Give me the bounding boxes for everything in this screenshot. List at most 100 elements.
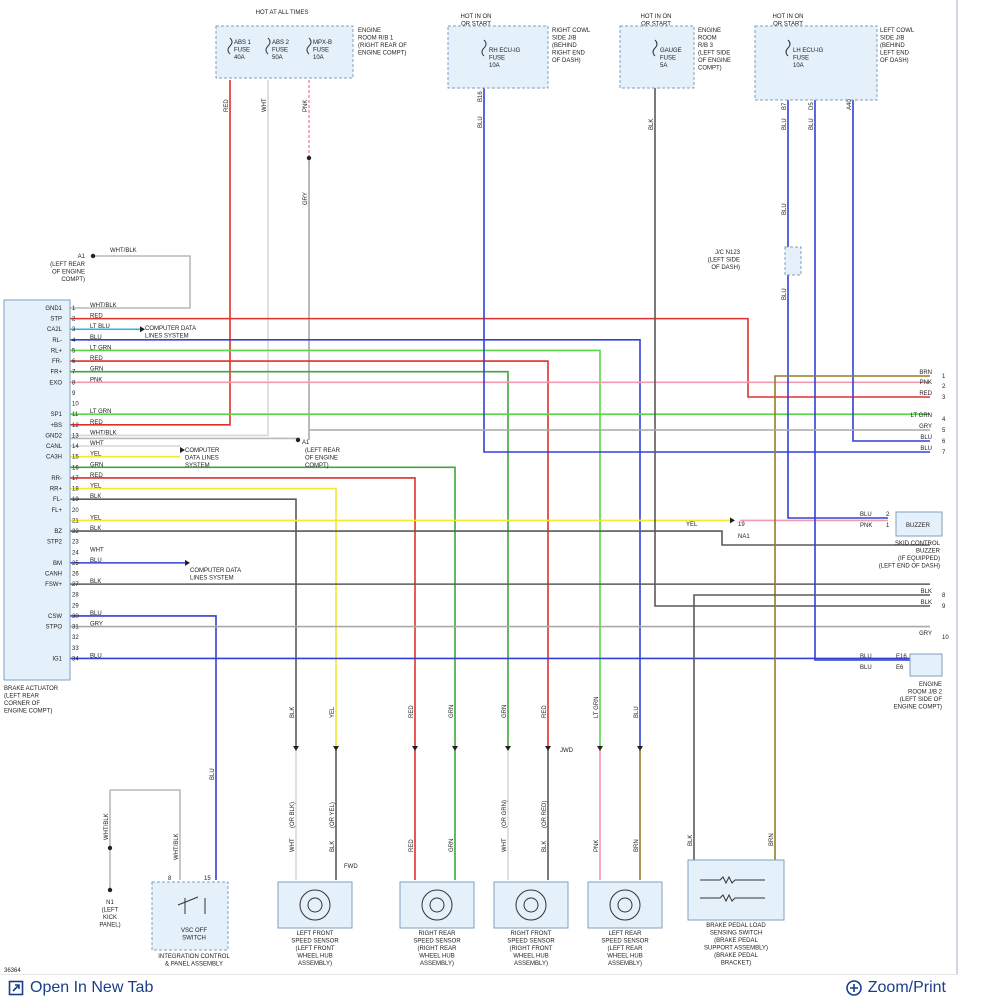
cdls-2-label-line: COMPUTER xyxy=(185,448,220,454)
actuator-pin-number: 27 xyxy=(72,582,79,588)
right-conn-pin: 1 xyxy=(942,374,946,380)
zoom-plus-icon xyxy=(845,980,862,996)
fuse-mpxb-label-line: MPX-B xyxy=(313,40,332,46)
wire-fl-minus-yel xyxy=(70,487,337,748)
arrow-sensor-conn-6 xyxy=(597,746,603,751)
actuator-pin-number: 4 xyxy=(72,338,76,344)
vsc-pin-8: 8 xyxy=(168,876,172,882)
actuator-pin-rl-: RL- xyxy=(52,338,62,344)
right-conn-wire: GRY xyxy=(919,631,932,637)
speed-sensor-coil xyxy=(515,889,547,921)
speed-sensor-3-label-line: SPEED SENSOR xyxy=(507,939,555,945)
actuator-wire-color: BLK xyxy=(90,494,101,500)
open-new-tab-icon xyxy=(8,980,24,996)
sensor-lower-tag: RED xyxy=(409,839,415,852)
right-conn-pin: 7 xyxy=(942,450,946,456)
fuse-abs2-label-line: 50A xyxy=(272,55,283,61)
brake-switch-label-line: SUPPORT ASSEMBLY) xyxy=(704,946,768,952)
speed-sensor-3-label-line: RIGHT FRONT xyxy=(511,931,552,937)
actuator-wire-color: RED xyxy=(90,356,103,362)
yel-wire-tag: YEL xyxy=(686,522,698,528)
brake-switch-label-line: BRACKET) xyxy=(721,961,751,967)
actuator-pin-fr-: FR- xyxy=(52,359,62,365)
open-new-tab-label: Open In New Tab xyxy=(30,979,154,996)
speed-sensor-coil xyxy=(299,889,331,921)
actuator-pin-number: 13 xyxy=(72,433,79,439)
speed-sensor-3-label-line: (RIGHT FRONT xyxy=(510,946,553,952)
wire-tag-d5: D5 xyxy=(809,102,815,110)
actuator-pin-number: 23 xyxy=(72,540,79,546)
open-new-tab-button[interactable]: Open In New Tab xyxy=(8,979,153,997)
cdls-3-label-line: COMPUTER DATA xyxy=(190,568,241,574)
brake-switch-label-line: (BRAKE PEDAL xyxy=(714,953,758,959)
speed-sensor-4-label-line: ASSEMBLY) xyxy=(608,961,642,967)
actuator-pin-sp1: SP1 xyxy=(51,412,63,418)
right-conn-pin: 3 xyxy=(942,395,946,401)
wire-tag-b16: B16 xyxy=(478,91,484,102)
engine-room-rb3-label-line: OF ENGINE xyxy=(698,58,731,64)
buzzer-label-line: BUZZER xyxy=(916,549,941,555)
actuator-wire-color: WHT xyxy=(90,547,104,553)
brake-switch-label-line: BRAKE PEDAL LOAD xyxy=(706,923,766,929)
sensor-alt-tag: (OR RED) xyxy=(542,801,548,828)
arrow-cdls-3 xyxy=(185,559,190,566)
vsc-off-switch-box xyxy=(151,881,229,951)
actuator-pin-number: 8 xyxy=(72,380,76,386)
wire-tag-a40: A40 xyxy=(847,99,853,110)
window-edge xyxy=(956,0,958,1000)
ground-n1-label-line: KICK xyxy=(103,915,117,921)
e16-wire-1: BLU xyxy=(860,654,872,660)
speed-sensor-2-label-line: (RIGHT REAR xyxy=(418,946,458,952)
buzzer-label-line: (IF EQUIPPED) xyxy=(898,556,940,562)
actuator-pin-number: 3 xyxy=(72,327,76,333)
arrow-sensor-conn-3 xyxy=(452,746,458,751)
speed-sensor-2-label-line: RIGHT REAR xyxy=(419,931,457,937)
zoom-print-label: Zoom/Print xyxy=(867,979,946,996)
actuator-pin-stp: STP xyxy=(50,317,62,323)
speed-sensor-core xyxy=(429,897,445,913)
sensor-alt-tag: (OR GRN) xyxy=(502,800,508,828)
sensor-upper-tag: YEL xyxy=(330,706,336,718)
wire-tag-red: RED xyxy=(224,99,230,112)
right-conn-pin: 5 xyxy=(942,428,946,434)
actuator-pin-number: 1 xyxy=(72,306,76,312)
sheet-id-label: 36364 xyxy=(4,968,21,974)
engine-room-rb3-label-line: ENGINE xyxy=(698,28,721,34)
wire-gauge-blk xyxy=(654,60,930,607)
actuator-pin-csw: CSW xyxy=(48,614,62,620)
wire-tag-blk-gauge: BLK xyxy=(649,119,655,130)
actuator-pin-number: 12 xyxy=(72,423,79,429)
speed-sensor-core xyxy=(307,897,323,913)
hot-in-on-2-label-line: HOT IN ON xyxy=(641,14,672,20)
wire-abs2-wht xyxy=(70,80,269,437)
wire-lhecu-b7 xyxy=(787,80,888,519)
right-conn-pin: 10 xyxy=(942,635,949,641)
brake-actuator-label-line: BRAKE ACTUATOR xyxy=(4,686,59,692)
wire-tag-blu-lh1: BLU xyxy=(782,118,788,130)
arrow-cdls-1 xyxy=(140,326,145,333)
jic-n123-label-line: (LEFT SIDE xyxy=(708,258,740,264)
actuator-pin-gnd2: GND2 xyxy=(45,433,62,439)
speed-sensor-2-label-line: WHEEL HUB xyxy=(419,954,454,960)
speed-sensor-1-label-line: ASSEMBLY) xyxy=(298,961,332,967)
brake-switch-resistor-1 xyxy=(700,875,765,885)
sensor-lower-tag: BLK xyxy=(330,841,336,852)
a1-top-wire-label: WHT/BLK xyxy=(110,248,137,254)
actuator-pin-number: 21 xyxy=(72,518,79,524)
actuator-pin-number: 10 xyxy=(72,402,79,408)
speed-sensor-3-box xyxy=(493,881,569,929)
wire-tag-pnk: PNK xyxy=(303,100,309,112)
fuse-gauge-symbol xyxy=(652,39,658,57)
na1-label: NA1 xyxy=(738,534,750,540)
brake-actuator-label-line: (LEFT REAR xyxy=(4,694,40,700)
hot-in-on-2-label-line: OR START xyxy=(641,22,671,28)
jic-n123-label-line: J/C N123 xyxy=(715,250,741,256)
fuse-gauge-label-line: 5A xyxy=(660,63,667,69)
actuator-pin-number: 16 xyxy=(72,465,79,471)
brake-pedal-switch-box xyxy=(687,859,785,921)
actuator-wire-color: BLK xyxy=(90,579,101,585)
fuse-abs1-label-line: 40A xyxy=(234,55,245,61)
actuator-pin-ig1: IG1 xyxy=(52,656,62,662)
brake-actuator-connector xyxy=(3,299,71,681)
zoom-print-button[interactable]: Zoom/Print xyxy=(845,979,946,997)
